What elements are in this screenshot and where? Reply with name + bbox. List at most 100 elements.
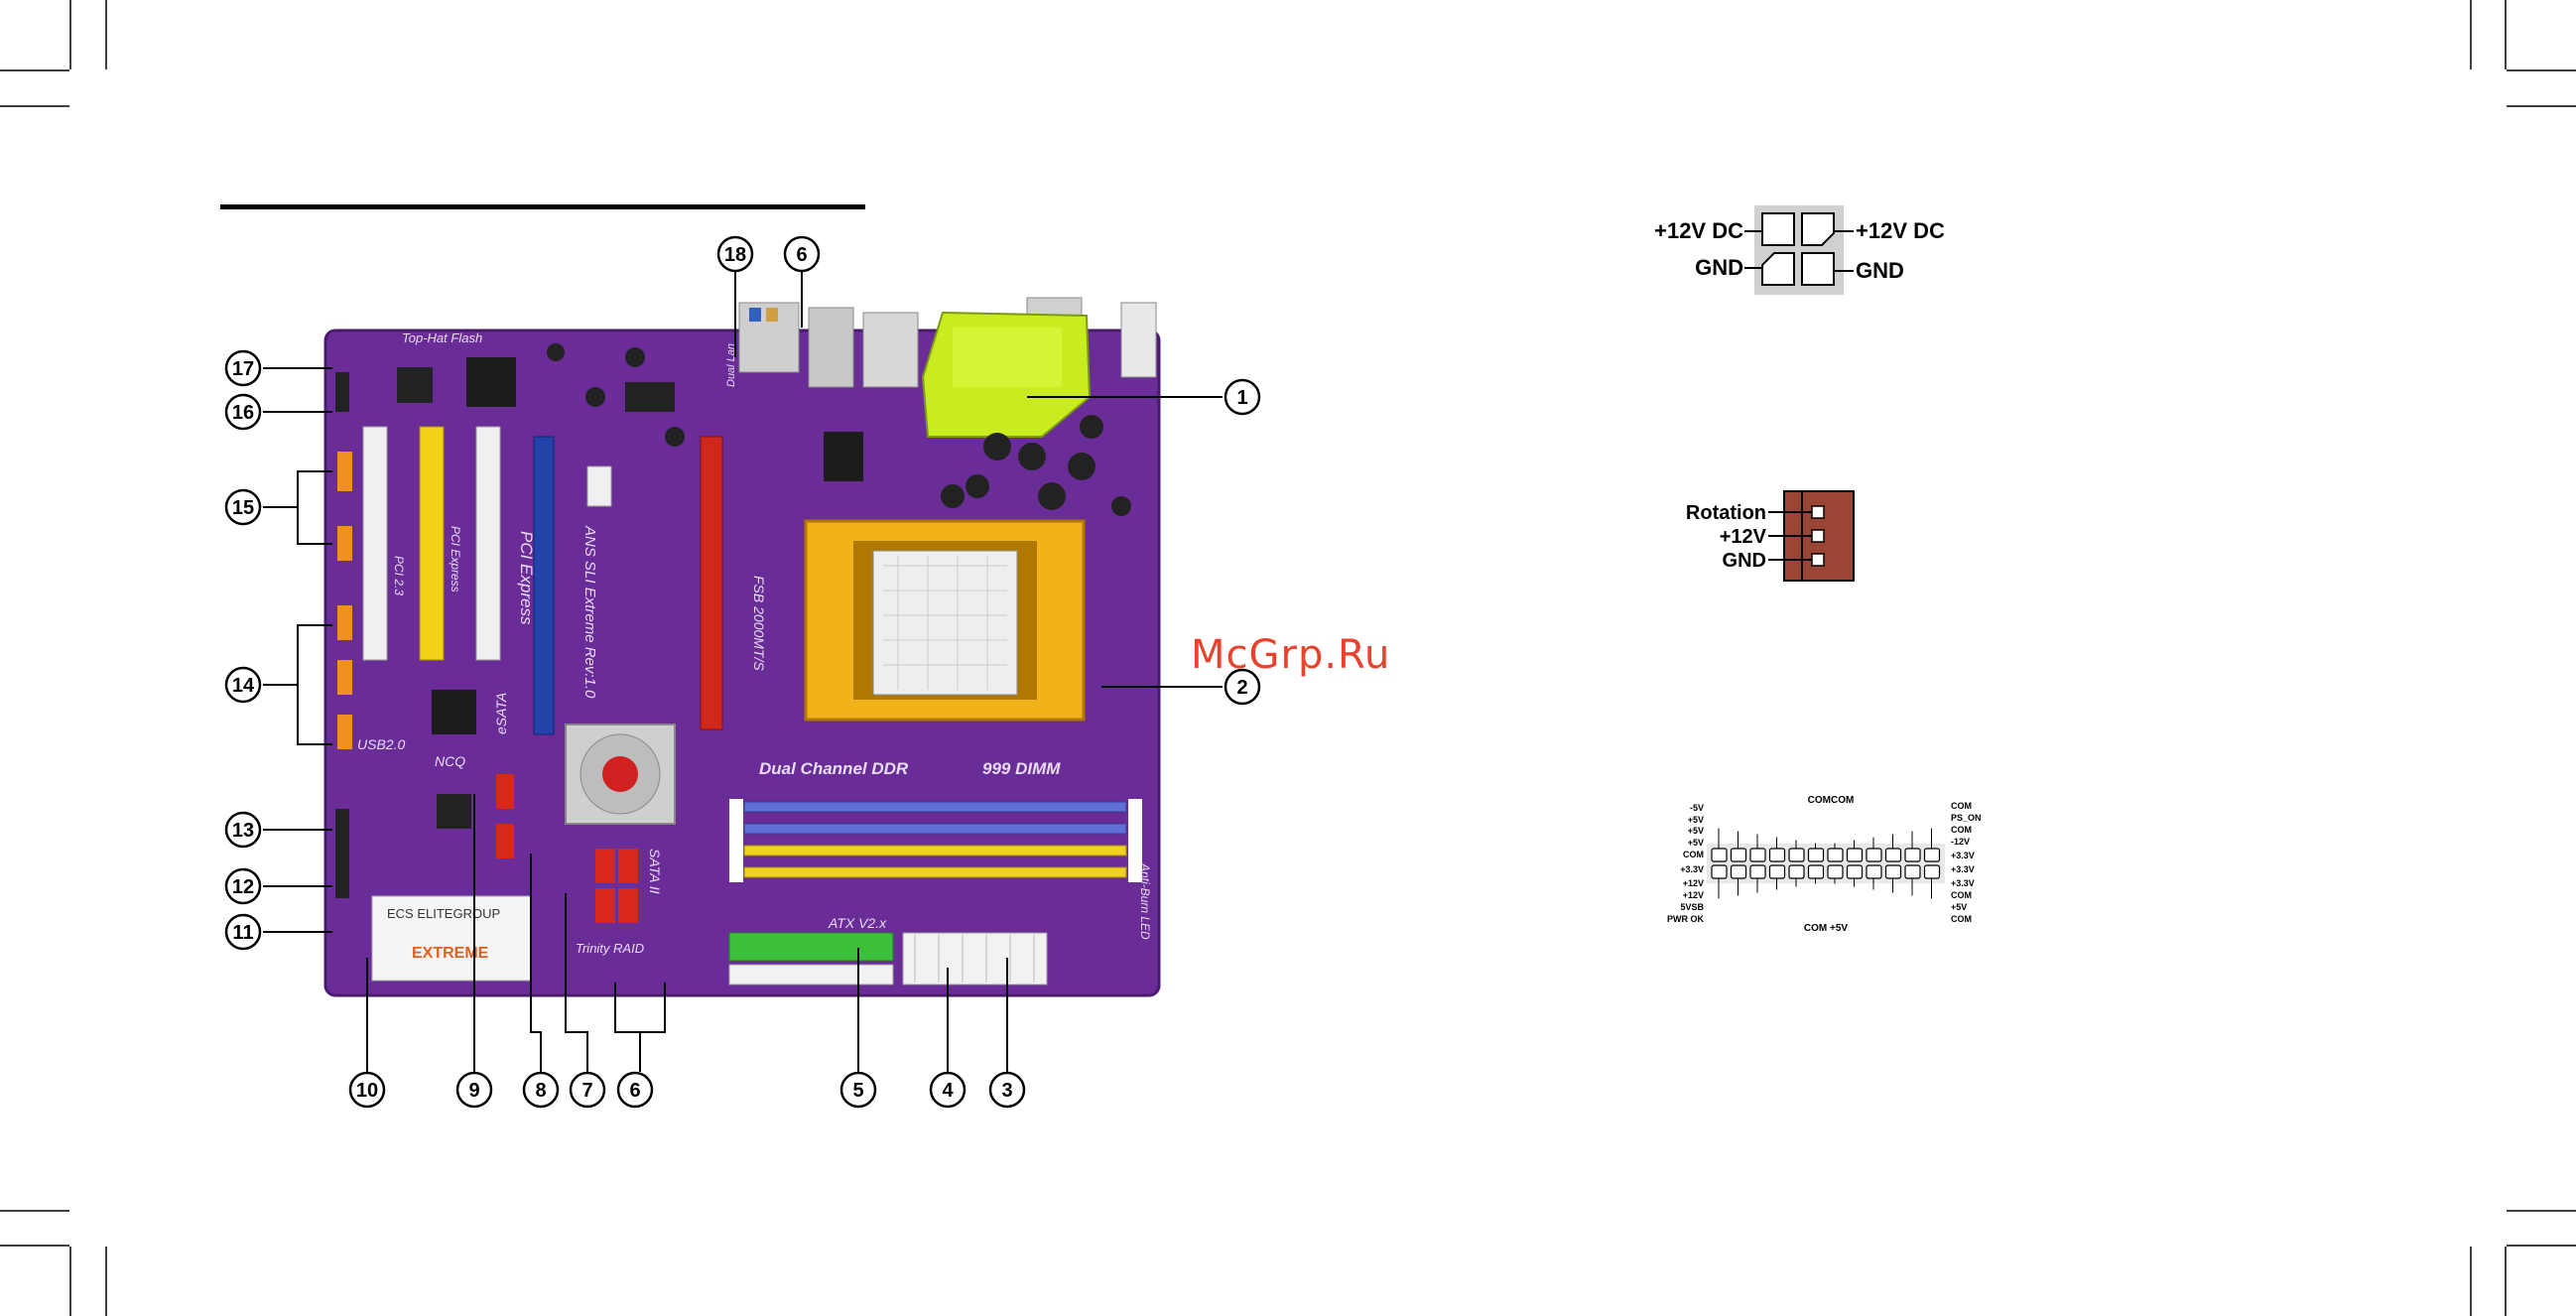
callout-7: 7	[569, 1071, 606, 1109]
atx24-pin	[1730, 848, 1747, 862]
atx24-pin	[1711, 848, 1728, 862]
atx24-right-label: +5V	[1951, 902, 1967, 912]
ide-connector-green	[728, 932, 894, 962]
cpu-socket	[872, 550, 1018, 696]
svg-text:14: 14	[232, 675, 255, 697]
dimm-slot-2	[743, 823, 1127, 835]
atx24-pin	[1807, 864, 1825, 879]
fan-label-gnd: GND	[1723, 550, 1766, 572]
svg-text:18: 18	[724, 244, 746, 266]
silk-atx: ATX V2.x	[828, 915, 887, 931]
silk-ncq: NCQ	[435, 753, 465, 769]
dimm-slot-4	[743, 866, 1127, 878]
atx24-right-label: +3.3V	[1951, 851, 1975, 860]
callout-5: 5	[839, 1071, 877, 1109]
floppy-connector	[728, 964, 894, 986]
atx24-right-label: COM	[1951, 825, 1972, 835]
svg-text:17: 17	[232, 358, 254, 380]
atx12v-left-label-1: +12V DC	[1654, 218, 1743, 243]
atx24-pin	[1884, 848, 1902, 862]
callout-4: 4	[929, 1071, 966, 1109]
atx-24pin-connector	[902, 932, 1048, 986]
svg-text:15: 15	[232, 497, 254, 519]
atx24-right-label: +3.3V	[1951, 864, 1975, 874]
atx24-right-label: COM	[1951, 801, 1972, 811]
pci-express-x16-blue	[533, 436, 555, 735]
atx24-pin	[1807, 848, 1825, 862]
atx24-pin	[1884, 864, 1902, 879]
callout-17: 17	[224, 349, 262, 387]
atx24-left-label: +12V	[1683, 878, 1704, 888]
dimm-slot-3	[743, 845, 1127, 856]
callout-16: 16	[224, 393, 262, 431]
atx12v-left-label-2: GND	[1695, 255, 1743, 280]
atx24-pin	[1866, 864, 1882, 879]
atx24-top-center-label: COMCOM	[1808, 795, 1855, 806]
callout-2: 2	[1224, 668, 1261, 706]
silk-pci-express: PCI Express	[517, 531, 536, 625]
svg-text:2: 2	[1236, 677, 1247, 699]
atx24-pin	[1711, 864, 1728, 879]
atx24-pin	[1923, 848, 1941, 862]
atx24-pin	[1749, 848, 1766, 862]
svg-text:4: 4	[942, 1080, 954, 1102]
callout-18: 18	[716, 235, 754, 273]
atx24-pin	[1788, 864, 1805, 879]
callout-11: 11	[224, 913, 262, 951]
silk-sata: SATA II	[647, 849, 663, 894]
svg-text:6: 6	[629, 1080, 640, 1102]
atx24-pin	[1866, 848, 1882, 862]
svg-text:12: 12	[232, 876, 254, 898]
section-rule	[220, 204, 865, 209]
callout-1: 1	[1224, 378, 1261, 416]
atx24-pin	[1904, 864, 1921, 879]
atx24-left-label: +5V	[1688, 815, 1704, 825]
svg-text:1: 1	[1236, 387, 1247, 409]
silk-esata: eSATA	[493, 693, 509, 734]
silk-trinity: Trinity RAID	[576, 941, 644, 956]
ecs-logo-sticker	[371, 895, 532, 982]
atx24-right-label: +3.3V	[1951, 878, 1975, 888]
atx24-pin	[1904, 848, 1921, 862]
atx24-left-label: COM	[1683, 850, 1704, 859]
silk-anti-burn: Anti-Burn LED	[1138, 862, 1152, 940]
svg-text:8: 8	[535, 1080, 546, 1102]
fan-label-rotation: Rotation	[1686, 502, 1766, 524]
atx12v-right-label-2: GND	[1856, 258, 1904, 283]
silk-fsb: FSB 2000MT/S	[751, 576, 767, 671]
atx24-left-label: PWR OK	[1667, 914, 1704, 924]
atx24-right-label: PS_ON	[1951, 813, 1982, 823]
atx24-pin	[1846, 864, 1864, 879]
atx24-left-label: -5V	[1690, 803, 1704, 813]
atx12v-right-label-1: +12V DC	[1856, 218, 1945, 243]
svg-text:3: 3	[1001, 1080, 1012, 1102]
pci-slot-2	[475, 426, 501, 661]
callout-6-bottom: 6	[616, 1071, 654, 1109]
atx24-pin	[1749, 864, 1766, 879]
svg-text:10: 10	[356, 1080, 378, 1102]
pci-express-x1-white	[586, 465, 612, 507]
callout-12: 12	[224, 867, 262, 905]
callout-13: 13	[224, 811, 262, 849]
svg-text:11: 11	[232, 922, 253, 944]
atx24-pin	[1768, 848, 1786, 862]
atx24-right-label: COM	[1951, 890, 1972, 900]
atx24-bottom-center-label: COM +5V	[1804, 923, 1849, 934]
silk-top-hat: Top-Hat Flash	[402, 330, 482, 345]
atx24-pin	[1827, 848, 1844, 862]
callout-10: 10	[348, 1071, 386, 1109]
silk-dual-channel: Dual Channel DDR	[759, 759, 909, 778]
callout-8: 8	[522, 1071, 560, 1109]
fan-connector-diagram: Rotation +12V GND	[1686, 490, 1855, 582]
svg-text:6: 6	[796, 244, 807, 266]
atx24-right-label: -12V	[1951, 837, 1970, 847]
svg-text:5: 5	[852, 1080, 863, 1102]
atx24-pin	[1768, 864, 1786, 879]
silk-pci23: PCI 2.3	[392, 556, 406, 595]
fan-label-12v: +12V	[1720, 526, 1767, 548]
atx24-pin	[1730, 864, 1747, 879]
silk-pci-x: PCI Express	[449, 526, 462, 592]
atx24-pin	[1788, 848, 1805, 862]
svg-text:7: 7	[581, 1080, 592, 1102]
silk-model: ANS SLI Extreme Rev:1.0	[581, 525, 598, 699]
